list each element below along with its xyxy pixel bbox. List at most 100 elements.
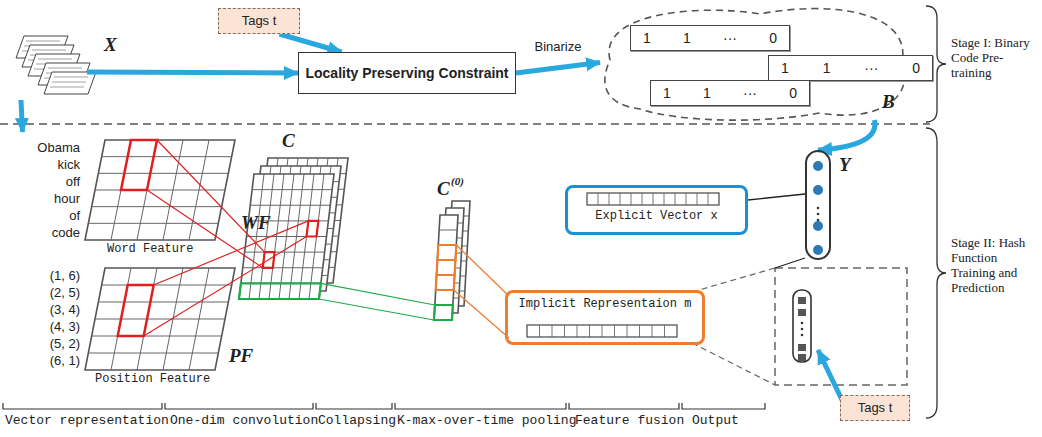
node-text: Word Feature	[107, 243, 193, 257]
drawing-stroke	[102, 285, 232, 286]
drawing-stroke	[52, 82, 86, 83]
edge-label: Binarize	[533, 39, 584, 54]
row-label: (2, 5)	[14, 286, 80, 301]
collapsed-cell	[434, 305, 453, 320]
section-label: K-max-over-time pooling	[397, 414, 576, 429]
drawing-stroke	[92, 336, 222, 337]
drawing-stroke	[697, 193, 698, 205]
pooled-cell	[437, 260, 456, 275]
drawing-stroke	[564, 325, 565, 337]
tag-box: Tags t	[218, 8, 300, 34]
node-text: B	[882, 91, 895, 113]
word-feature-grid	[85, 140, 235, 240]
drawing-stroke	[163, 140, 183, 240]
drawing-stroke	[686, 193, 687, 205]
row-label: (5, 2)	[14, 337, 80, 352]
flow-arrow	[516, 63, 600, 74]
document-page	[44, 72, 96, 94]
node-text: PF	[229, 345, 253, 367]
stage-label: Stage II: Hash Function Training and Pre…	[951, 236, 1037, 296]
tag-unit	[798, 309, 806, 316]
section-bracket	[569, 403, 679, 409]
node-text: Position Feature	[95, 373, 210, 387]
flow-arrow	[280, 34, 342, 52]
section-bracket	[682, 403, 765, 409]
node-text: ···	[723, 30, 737, 46]
node-text: 1	[663, 85, 671, 101]
output-unit	[813, 245, 823, 255]
node-text: Tags t	[242, 14, 277, 29]
node-text: WF	[241, 212, 271, 234]
drawing-stroke	[98, 173, 228, 174]
node-text: 1	[781, 60, 789, 76]
row-label: (1, 6)	[14, 269, 80, 284]
drawing-stroke	[157, 140, 265, 252]
collapsed-column	[434, 215, 458, 320]
tag-input-arrow	[818, 350, 842, 400]
drawing-stroke	[102, 156, 232, 157]
position-feature-grid	[85, 268, 235, 370]
drawing-stroke	[652, 325, 653, 337]
row-label: off	[14, 175, 80, 190]
drawing-stroke	[598, 193, 599, 205]
flow-arrow	[87, 72, 298, 73]
node-text: 1	[643, 30, 651, 46]
drawing-stroke	[439, 230, 457, 231]
tag-unit	[798, 297, 806, 304]
document-stack: X	[12, 30, 87, 100]
drawing-stroke	[88, 223, 218, 224]
stage-separator	[0, 123, 930, 125]
tag-unit	[798, 354, 806, 361]
flow-arrow	[21, 100, 23, 132]
convolution-maps: C	[238, 132, 353, 304]
node-text: 0	[769, 30, 777, 46]
ellipsis-dot	[801, 334, 804, 337]
row-label: hour	[14, 192, 80, 207]
implicit-vector-bar	[527, 325, 677, 337]
node-text: (0)	[451, 175, 464, 188]
binary-code-vector: 11···0	[630, 25, 790, 51]
window-highlight	[118, 285, 154, 336]
stage-brace	[926, 128, 946, 418]
node-text: 0	[912, 60, 920, 76]
drawing-stroke	[775, 258, 805, 268]
section-label: Vector representation	[5, 414, 169, 429]
connector-line	[748, 194, 805, 200]
explicit-vector-box: Explicit Vector x	[565, 185, 748, 235]
drawing-stroke	[620, 193, 621, 205]
drawing-stroke	[54, 77, 88, 78]
pooled-cell	[437, 245, 456, 260]
row-label: (4, 3)	[14, 320, 80, 335]
drawing-stroke	[32, 50, 66, 51]
drawing-stroke	[664, 193, 665, 205]
drawing-stroke	[38, 59, 72, 60]
collapsed-maps: C(0)	[415, 178, 480, 326]
node-text: C	[437, 178, 450, 200]
drawing-stroke	[189, 268, 209, 370]
output-unit	[813, 221, 823, 231]
drawing-stroke	[577, 325, 578, 337]
drawing-stroke	[609, 193, 610, 205]
conv-output-cell	[307, 221, 319, 237]
section-bracket	[316, 403, 392, 409]
drawing-stroke	[692, 343, 775, 385]
drawing-stroke	[664, 325, 665, 337]
row-label: kick	[14, 158, 80, 173]
drawing-stroke	[614, 325, 615, 337]
tag-box: Tags t	[840, 395, 910, 421]
drawing-stroke	[98, 302, 228, 303]
row-label: code	[14, 226, 80, 241]
feature-map	[239, 174, 334, 299]
output-unit	[813, 161, 823, 171]
node-text: 1	[703, 85, 711, 101]
window-highlight	[121, 140, 157, 190]
section-label: One-dim convolution	[170, 414, 318, 429]
drawing-stroke	[95, 319, 225, 320]
node-text: Implicit Representaion m	[508, 298, 702, 312]
drawing-stroke	[48, 68, 82, 69]
drawing-stroke	[456, 245, 509, 296]
binary-code-vector: 11···0	[650, 80, 810, 106]
drawing-stroke	[163, 268, 183, 370]
drawing-stroke	[675, 193, 676, 205]
section-bracket	[3, 403, 162, 409]
